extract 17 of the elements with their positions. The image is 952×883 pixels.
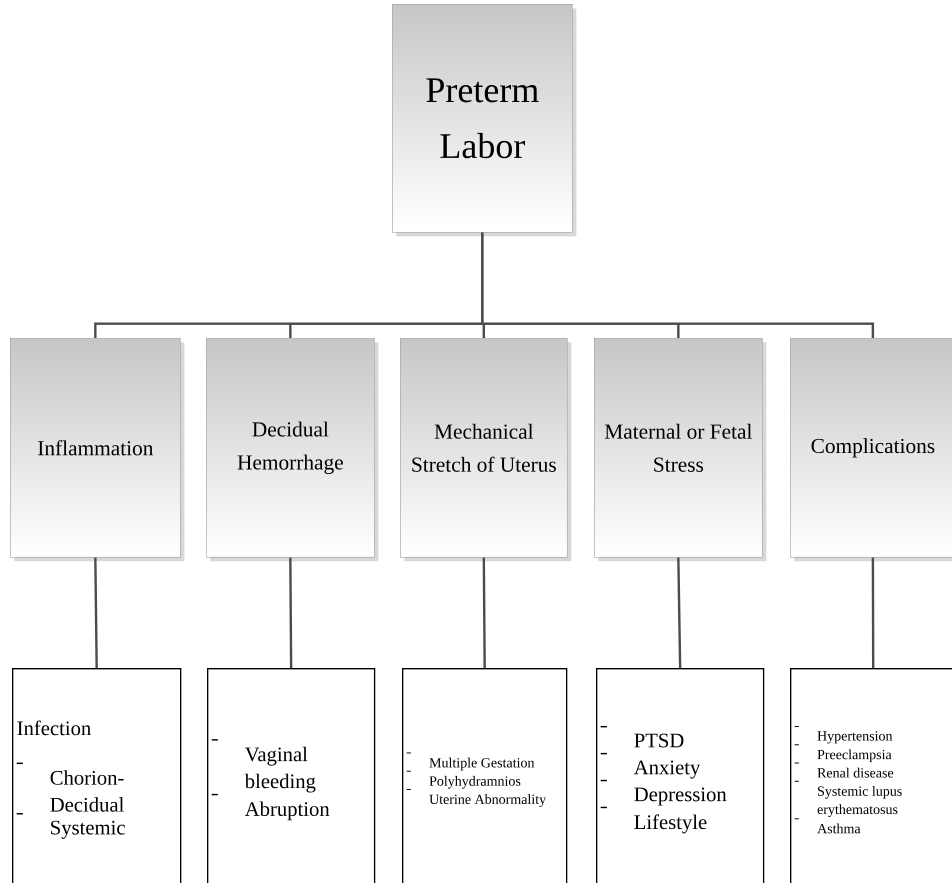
title-box: Preterm Labor	[392, 4, 576, 236]
category-box: Mechanical Stretch of Uterus	[400, 338, 572, 562]
category-box: Complications	[790, 338, 952, 562]
list-box: PTSD Anxiety Depression Lifestyle	[596, 668, 764, 883]
list-box: Vaginal bleeding Abruption	[207, 668, 376, 883]
connector-line	[482, 558, 486, 668]
connector-line	[677, 558, 682, 668]
category-box: Decidual Hemorrhage	[206, 338, 378, 562]
connector-line	[289, 558, 292, 668]
connector-line	[872, 558, 874, 668]
connector-line	[481, 232, 874, 338]
list-box: Hypertension Preeclampsia Renal disease Systemic lupus erythematosus Asthma	[790, 668, 952, 883]
connector-line	[94, 558, 98, 668]
list-box: Multiple Gestation Polyhydramnios Uterine Abnormality	[402, 668, 568, 883]
category-box: Inflammation	[10, 338, 184, 562]
category-box: Maternal or Fetal Stress	[594, 338, 766, 562]
list-box: Infection Chorion-Decidual Systemic	[12, 668, 182, 883]
